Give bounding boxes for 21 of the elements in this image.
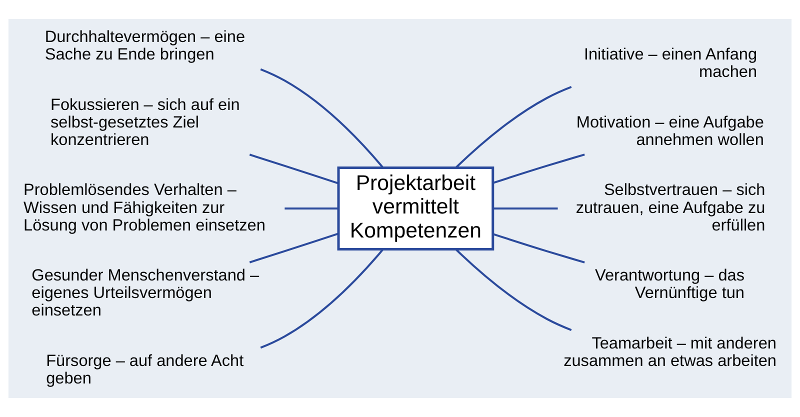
node-box: Projektarbeit vermittelt Kompetenzen bbox=[337, 166, 494, 251]
connector bbox=[249, 232, 339, 264]
node-text: Fokussieren – sich auf ein selbst-gesetztes Ziel konzentrieren bbox=[50, 96, 240, 149]
connector bbox=[260, 248, 384, 349]
connector bbox=[456, 86, 572, 168]
node-text: Selbstvertrauen – sich zutrauen, eine Aufgabe zu erfüllen bbox=[576, 181, 766, 234]
connector bbox=[492, 233, 585, 264]
node-text: Motivation – eine Aufgabe annehmen wollen bbox=[576, 113, 764, 149]
node-text: Gesunder Menschenverstand – eigenes Urteilsvermögen einsetzen bbox=[32, 266, 260, 320]
connector bbox=[260, 68, 384, 168]
node-text: Problemlösendes Verhalten – Wissen und Fähigkeiten zur Lösung von Problemen einsetzen bbox=[24, 181, 266, 234]
connector bbox=[493, 208, 558, 210]
node-text: Durchhaltevermögen – eine Sache zu Ende bringen bbox=[44, 28, 246, 64]
node-text: Teamarbeit – mit anderen zusammen an etwas arbeiten bbox=[564, 334, 776, 370]
connector bbox=[249, 154, 339, 184]
node-text: Fürsorge – auf andere Acht geben bbox=[46, 352, 244, 388]
node-text: Initiative – einen Anfang machen bbox=[584, 46, 758, 82]
connector bbox=[284, 208, 338, 210]
connector bbox=[492, 154, 585, 184]
node-text: Verantwortung – das Vernünftige tun bbox=[594, 266, 744, 302]
connector bbox=[456, 249, 572, 331]
